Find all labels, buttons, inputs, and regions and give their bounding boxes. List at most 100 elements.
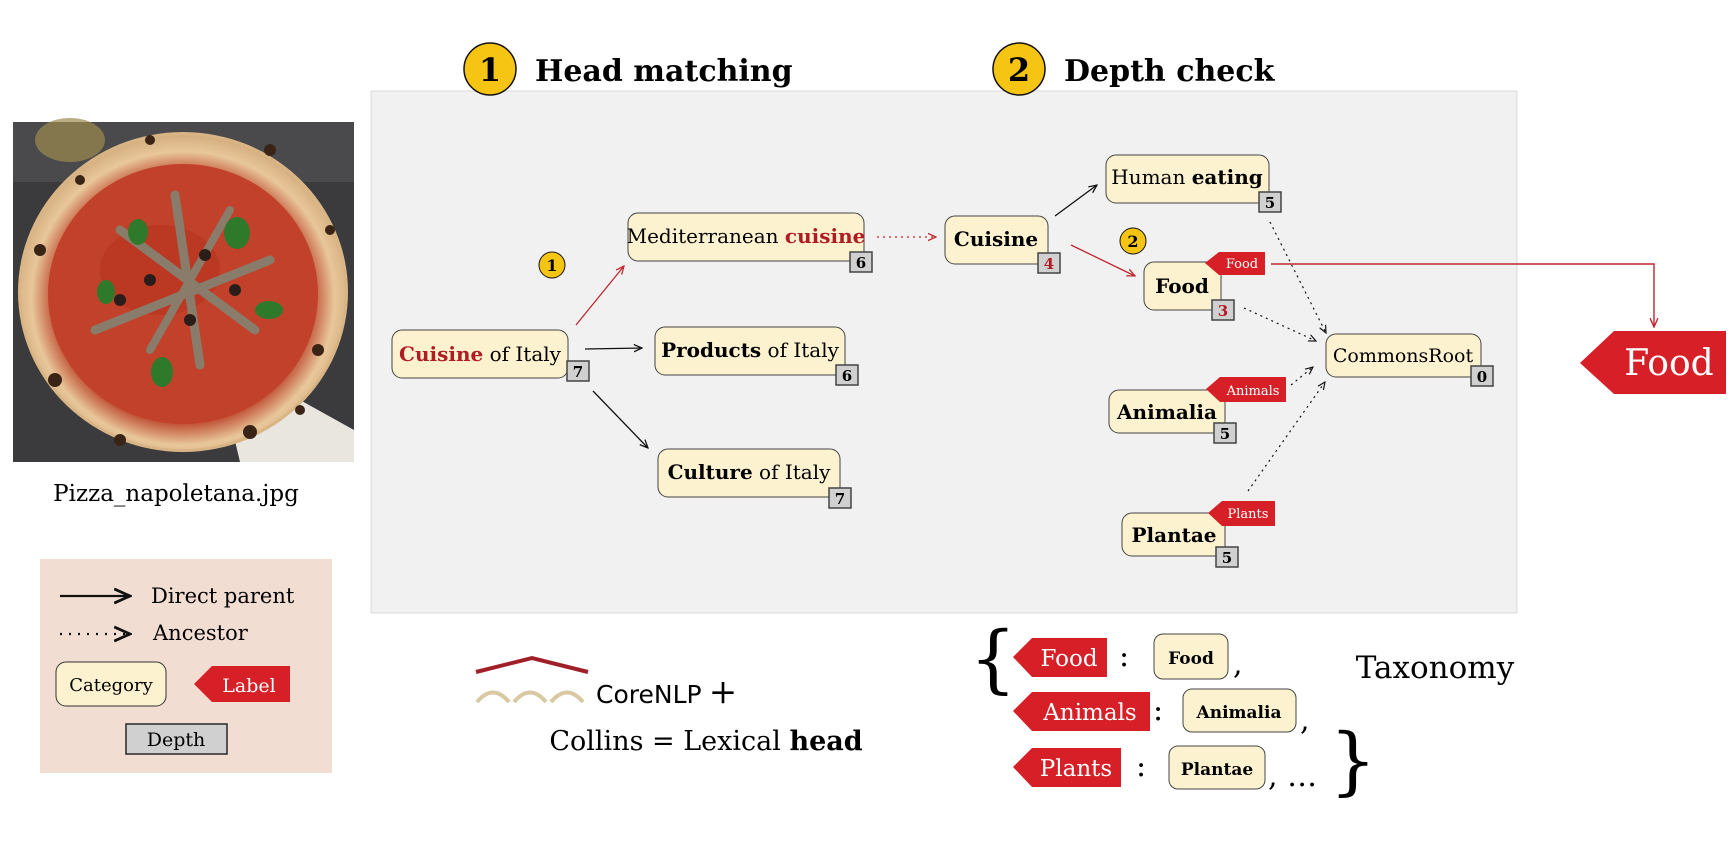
- step-2-number: 2: [1008, 51, 1030, 89]
- legend-category-text: Category: [69, 675, 153, 696]
- svg-text:Products of Italy: Products of Italy: [661, 338, 840, 362]
- taxonomy-entry-plants-label: Plants: [1040, 756, 1112, 782]
- node-plantae-depth: 5: [1222, 549, 1232, 567]
- taxonomy-close-brace: }: [1329, 718, 1376, 804]
- legend-depth-box: [125, 723, 228, 755]
- edge-food-commonsroot: [1243, 307, 1316, 341]
- taxonomy-entry-food-suffix: ,: [1233, 647, 1243, 682]
- node-human-eating-depth: 5: [1265, 194, 1275, 212]
- node-culture-of-italy-head: Culture: [668, 460, 753, 484]
- legend: Direct parent Ancestor Category Label De…: [40, 559, 332, 773]
- node-cuisine-depth-box: [1037, 252, 1061, 274]
- node-cuisine-head: Cuisine: [954, 227, 1038, 251]
- edge-humaneating-commonsroot: [1269, 221, 1326, 333]
- node-cuisine-of-italy-depth: 7: [573, 363, 583, 381]
- taxonomy-entry-food-tag: [1013, 638, 1107, 677]
- image-caption: Pizza_napoletana.jpg: [53, 481, 299, 507]
- taxonomy-entry-animals-label: Animals: [1042, 700, 1136, 726]
- taxonomy-title: Taxonomy: [1356, 650, 1515, 686]
- step-marker-1-text: 1: [546, 256, 557, 275]
- taxonomy-entry-plants-category: Plantae: [1181, 760, 1253, 780]
- legend-depth-text: Depth: [147, 729, 206, 751]
- taxonomy-entry-animals-category: Animalia: [1196, 703, 1282, 723]
- taxonomy-open-brace: {: [969, 616, 1016, 702]
- node-food: Food 3: [1143, 261, 1235, 321]
- node-human-eating-depth-box: [1258, 191, 1282, 213]
- svg-text:Human eating: Human eating: [1111, 165, 1263, 189]
- label-tag-plants: Plants: [1208, 501, 1275, 526]
- label-tag-animals: Animals: [1206, 377, 1286, 402]
- node-cuisine-of-italy: Cuisine of Italy 7: [391, 329, 590, 382]
- node-human-eating-rest: Human: [1111, 165, 1191, 189]
- taxonomy-entry-plants: Plants : Plantae , …: [1013, 745, 1317, 794]
- node-food-depth: 3: [1218, 302, 1228, 320]
- svg-text:Collins = Lexical head: Collins = Lexical head: [549, 726, 862, 757]
- edge-cuisineofitaly-products: [584, 348, 642, 349]
- node-food-head: Food: [1155, 274, 1209, 298]
- step-1-circle: [463, 42, 517, 96]
- node-cuisine: Cuisine 4: [944, 215, 1061, 274]
- node-plantae: Plantae 5: [1121, 512, 1239, 568]
- corenlp-name: CoreNLP: [596, 680, 702, 709]
- taxonomy-entry-animals-tag: [1013, 692, 1150, 731]
- node-human-eating: Human eating 5: [1105, 154, 1282, 213]
- collins-prefix: Collins = Lexical: [549, 726, 789, 757]
- taxonomy-entry-food: Food : Food ,: [1013, 633, 1243, 682]
- final-label-tag: Food: [1580, 331, 1726, 394]
- step-marker-1: 1: [538, 251, 566, 279]
- node-human-eating-head: eating: [1192, 165, 1263, 189]
- step-2-title: Depth check: [1064, 54, 1276, 89]
- node-mediterranean-cuisine-head: cuisine: [785, 224, 865, 248]
- legend-label-text: Label: [222, 675, 275, 697]
- node-commons-root-text: CommonsRoot: [1333, 345, 1474, 367]
- taxonomy-entry-animals: Animals : Animalia ,: [1013, 688, 1310, 738]
- pizza-photo: [13, 118, 354, 462]
- legend-category-box: [55, 661, 167, 707]
- edge-cuisineofitaly-mediterranean: [575, 266, 624, 326]
- node-mediterranean-cuisine-depth: 6: [856, 254, 866, 272]
- node-mediterranean-cuisine: Mediterranean cuisine 6: [627, 212, 873, 273]
- collins-head: head: [789, 726, 862, 757]
- node-animalia-depth: 5: [1220, 425, 1230, 443]
- node-animalia: Animalia 5: [1108, 389, 1237, 444]
- node-culture-of-italy: Culture of Italy 7: [657, 448, 852, 509]
- node-products-of-italy-head: Products: [661, 338, 761, 362]
- node-products-of-italy-rest: of Italy: [761, 338, 839, 362]
- taxonomy-entry-plants-box: [1168, 745, 1266, 790]
- corenlp-logo-icon: [475, 655, 589, 704]
- taxonomy-entry-plants-tag: [1013, 748, 1121, 787]
- node-mediterranean-cuisine-rest: Mediterranean: [627, 224, 785, 248]
- taxonomy-entry-food-label: Food: [1040, 646, 1097, 672]
- step-header-2: 2 Depth check: [992, 42, 1276, 96]
- node-food-depth-box: [1211, 299, 1235, 321]
- edges: [575, 185, 1654, 492]
- taxonomy-entry-food-colon: :: [1119, 639, 1129, 674]
- node-culture-of-italy-depth: 7: [835, 490, 845, 508]
- node-products-of-italy-depth-box: [835, 364, 859, 386]
- step-header-1: 1 Head matching: [463, 42, 793, 96]
- edge-plantae-commonsroot: [1247, 382, 1325, 492]
- node-cuisine-of-italy-rest: of Italy: [483, 342, 561, 366]
- node-culture-of-italy-depth-box: [828, 487, 852, 509]
- corenlp-plus: +: [709, 672, 738, 712]
- edge-cuisine-food: [1070, 244, 1135, 276]
- node-cuisine-of-italy-depth-box: [566, 360, 590, 382]
- final-label-text: Food: [1624, 343, 1713, 384]
- legend-label-tag: [194, 666, 290, 702]
- node-plantae-depth-box: [1215, 546, 1239, 568]
- edge-cuisineofitaly-culture: [592, 390, 648, 448]
- node-cuisine-depth: 4: [1044, 255, 1054, 273]
- step-1-title: Head matching: [535, 54, 793, 89]
- taxonomy-entry-plants-suffix: , …: [1268, 759, 1317, 794]
- taxonomy-entry-animals-colon: :: [1153, 693, 1163, 728]
- label-tag-animals-text: Animals: [1226, 384, 1280, 399]
- label-tag-food: Food: [1205, 252, 1265, 275]
- legend-ancestor-text: Ancestor: [152, 621, 249, 645]
- step-2-circle: [992, 42, 1046, 96]
- taxonomy-entry-animals-box: [1182, 688, 1297, 733]
- step-1-number: 1: [479, 51, 501, 89]
- node-animalia-depth-box: [1213, 422, 1237, 444]
- node-products-of-italy-depth: 6: [842, 367, 852, 385]
- edge-food-final-label: [1271, 263, 1654, 327]
- svg-text:Mediterranean cuisine: Mediterranean cuisine: [627, 224, 866, 248]
